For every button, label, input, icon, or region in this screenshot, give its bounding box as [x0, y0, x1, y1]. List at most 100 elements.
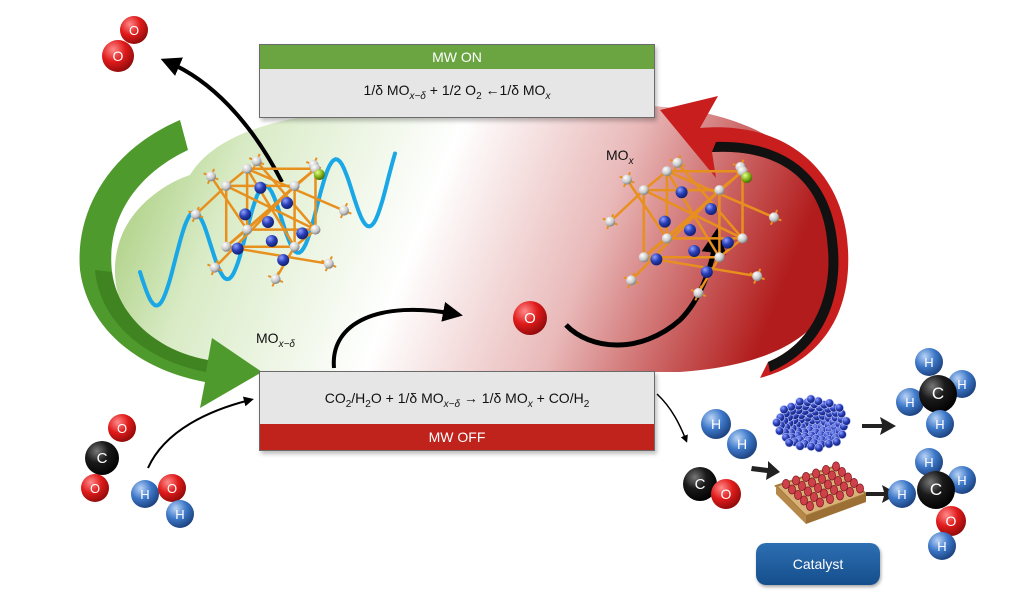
catalyst-pillar [810, 492, 818, 502]
lattice-atom [700, 266, 713, 278]
lattice-atom [693, 288, 704, 298]
metal-oxide-lattice-oxidized [602, 155, 782, 301]
lattice-atom [262, 216, 274, 228]
lattice-atom [190, 209, 201, 220]
catalyst-pillar [856, 483, 864, 494]
atom-symbol: H [935, 417, 944, 432]
lattice-atom [705, 203, 717, 215]
catalyst-pillar [802, 472, 810, 482]
atom-symbol: H [711, 416, 721, 432]
catalyst-pillar [846, 487, 854, 497]
catalyst-pillar [806, 501, 814, 511]
catalyst-button[interactable]: Catalyst [756, 543, 880, 585]
lattice-atom [638, 185, 649, 196]
nanoparticle [824, 398, 834, 408]
nanoparticle [772, 418, 782, 428]
atom-symbol: H [897, 487, 906, 502]
nanoparticle [775, 426, 785, 436]
atom-symbol: O [90, 481, 100, 496]
catalyst-pillar [840, 481, 848, 492]
hydrogen-atom: H [888, 480, 916, 508]
oxygen-atom: O [81, 474, 109, 502]
lattice-atom [242, 224, 253, 235]
lattice-atom [661, 233, 672, 244]
hydrogen-atom: H [948, 466, 976, 494]
nanoparticle [795, 441, 805, 451]
nanoparticle [837, 429, 847, 439]
lattice-atom [209, 262, 220, 273]
nanoparticle [824, 439, 834, 449]
atom-symbol: H [140, 487, 149, 502]
lattice-atom [661, 166, 672, 177]
nanoparticle [814, 443, 824, 453]
mw-off-equation: CO2/H2O + 1/δ MOx−δ → 1/δ MOx + CO/H2 [324, 390, 590, 410]
lattice-atom [323, 258, 334, 269]
product-arrow [656, 393, 688, 443]
catalyst-pillar [812, 468, 820, 479]
lattice-atom [741, 172, 753, 183]
nanoparticle [779, 405, 789, 415]
oxygen-atom: O [936, 506, 966, 536]
grid-catalyst-icon [774, 461, 868, 524]
nanoparticle [795, 397, 805, 407]
green-cycle-arrow [79, 120, 262, 408]
lattice-atom [281, 197, 293, 209]
hydrogen-atom: H [926, 410, 954, 438]
lattice-atom [688, 245, 701, 257]
catalyst-pillar [782, 479, 790, 489]
nanoparticle [841, 416, 851, 426]
lattice-bond [625, 178, 668, 240]
catalyst-pillar [804, 486, 812, 497]
lattice-bond [676, 161, 744, 240]
lattice-atom [231, 242, 244, 255]
lattice-atom [622, 174, 632, 185]
catalyst-pillar [830, 485, 838, 495]
lattice-atom [251, 156, 262, 167]
o2-release-arrow [160, 57, 284, 183]
hydrogen-atom: H [701, 409, 731, 439]
lattice-atom [737, 233, 748, 244]
mw-on-header: MW ON [260, 45, 654, 69]
oxygen-atom: O [711, 479, 741, 509]
nanoparticle [784, 438, 794, 448]
lattice-atom [289, 241, 300, 252]
atom-symbol: H [924, 455, 933, 470]
green-cycle-arrow-shade [95, 270, 208, 372]
catalyst-pillar [832, 461, 840, 472]
nanoparticle [834, 403, 844, 413]
oxygen-atom: O [108, 414, 136, 442]
lattice-atom [239, 208, 252, 221]
catalyst-pillar [838, 467, 846, 477]
hydrogen-atom: H [928, 532, 956, 560]
mox-label: MOx [606, 147, 634, 167]
catalyst-pillar [798, 481, 806, 491]
lattice-atom [265, 235, 278, 247]
lattice-bond [642, 170, 744, 259]
atom-symbol: H [175, 507, 184, 522]
nanoparticle [806, 441, 816, 451]
carbon-atom: C [683, 467, 717, 501]
hydrogen-atom: H [915, 348, 943, 376]
hydrogen-atom: H [896, 388, 924, 416]
to-methane-arrow [862, 417, 896, 435]
red-cycle-arrow [660, 96, 849, 378]
catalyst-pillar [826, 494, 834, 504]
atom-symbol: O [167, 481, 177, 496]
lattice-atom [769, 212, 779, 223]
atom-symbol: O [129, 23, 139, 38]
catalyst-pillar [836, 490, 844, 501]
lattice-bond [225, 167, 317, 248]
lattice-atom [313, 169, 325, 180]
atom-symbol: O [721, 486, 732, 502]
to-catalyst-arrow [751, 461, 780, 480]
atom-symbol: C [932, 384, 944, 403]
lattice-bond [630, 189, 721, 282]
lattice-atom [626, 275, 637, 286]
lattice-atom [638, 252, 649, 263]
feed-arrow [147, 396, 254, 469]
catalyst-pillar [788, 484, 796, 495]
lattice-bond [643, 256, 758, 278]
atom-symbol: H [957, 377, 966, 392]
catalyst-pillar [844, 472, 852, 483]
hydrogen-atom: H [131, 480, 159, 508]
